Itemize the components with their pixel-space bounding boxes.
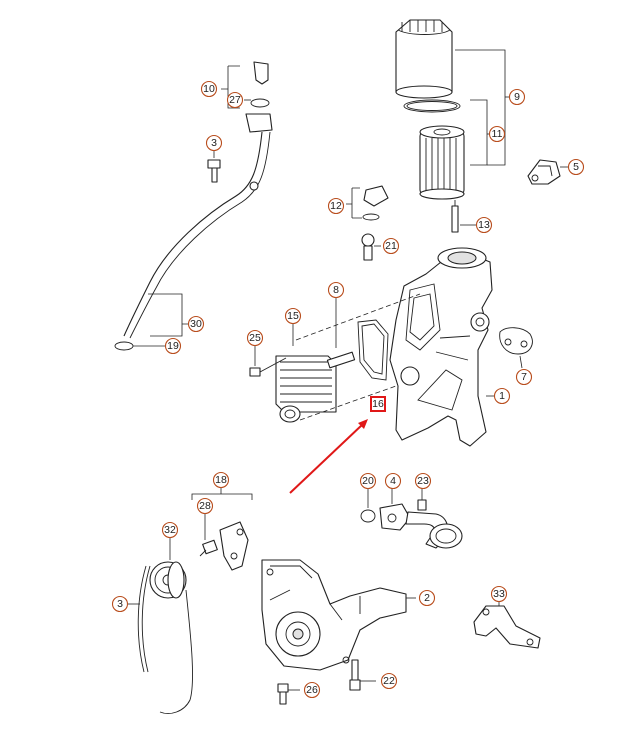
svg-text:12: 12 [330,200,342,212]
retaining-clip [527,159,569,185]
bracket-gasket [357,319,389,381]
callout-28[interactable]: 28 [196,497,214,515]
oil-filter-cap [395,19,453,99]
callout-9[interactable]: 9 [508,88,526,106]
highlight-box [370,396,386,412]
svg-text:3: 3 [211,137,217,149]
callout-26[interactable]: 26 [303,681,321,699]
svg-text:26: 26 [306,684,318,696]
bolt-25 [249,346,287,377]
callout-22[interactable]: 22 [380,672,398,690]
bolt-22 [349,659,376,691]
svg-text:2: 2 [424,592,430,604]
oil-pressure-switch [346,185,389,221]
svg-text:5: 5 [573,161,579,173]
callout-16[interactable]: 16 [372,398,384,410]
dipstick-handle [221,61,270,109]
callout-18[interactable]: 18 [212,471,230,489]
svg-text:8: 8 [333,284,339,296]
callout-2[interactable]: 2 [418,589,436,607]
svg-text:10: 10 [203,83,215,95]
svg-text:19: 19 [167,340,179,352]
gasket-7 [499,327,533,369]
svg-text:27: 27 [229,94,241,106]
callout-3-lower[interactable]: 3 [111,595,129,613]
oil-pickup-pipe [405,511,463,549]
oil-cooler [275,355,337,423]
svg-text:20: 20 [362,475,374,487]
svg-text:33: 33 [493,588,505,600]
callout-27[interactable]: 27 [226,91,244,109]
callout-10[interactable]: 10 [200,80,218,98]
bolt-23 [417,488,427,511]
oil-filter-element [419,125,465,200]
hollow-bolt-8 [326,298,356,369]
bracket-9 [455,49,506,166]
callout-23[interactable]: 23 [414,472,432,490]
svg-text:30: 30 [190,318,202,330]
bolt-28 [199,514,218,557]
svg-text:4: 4 [390,475,396,487]
callout-5[interactable]: 5 [567,158,585,176]
callout-11[interactable]: 11 [488,125,506,143]
svg-text:15: 15 [287,310,299,322]
callout-3[interactable]: 3 [205,134,223,152]
callout-4[interactable]: 4 [384,472,402,490]
chain-sprocket [149,538,187,599]
svg-text:21: 21 [385,240,397,252]
callout-8[interactable]: 8 [327,281,345,299]
svg-text:16: 16 [372,398,384,410]
svg-text:25: 25 [249,332,261,344]
cap-o-ring [403,99,461,113]
bolt-26 [277,683,300,705]
connecting-piece-4 [379,488,411,531]
callout-1[interactable]: 1 [493,387,511,405]
mounting-bracket-33 [473,598,541,649]
callout-25[interactable]: 25 [246,329,264,347]
oil-pump [261,559,416,671]
svg-text:13: 13 [478,219,490,231]
callout-19[interactable]: 19 [164,337,182,355]
svg-text:1: 1 [499,390,505,402]
drive-chain [128,565,193,714]
svg-text:18: 18 [215,474,227,486]
callout-33[interactable]: 33 [490,585,508,603]
highlight-arrow [289,423,364,494]
svg-text:23: 23 [417,475,429,487]
svg-text:9: 9 [514,91,520,103]
chain-tensioner [219,521,249,571]
seal-20 [360,488,376,523]
bracket-11 [470,99,488,166]
svg-text:3: 3 [117,598,123,610]
highlight-arrowhead [358,419,368,429]
bracket-30 [148,293,188,337]
svg-text:28: 28 [199,500,211,512]
svg-text:22: 22 [383,675,395,687]
callout-20[interactable]: 20 [359,472,377,490]
callout-30[interactable]: 30 [187,315,205,333]
callout-12[interactable]: 12 [327,197,345,215]
callout-15[interactable]: 15 [284,307,302,325]
callout-7[interactable]: 7 [515,368,533,386]
bracket-18 [191,486,253,500]
svg-text:7: 7 [521,371,527,383]
callout-13[interactable]: 13 [475,216,493,234]
callout-32[interactable]: 32 [161,521,179,539]
svg-text:11: 11 [492,128,503,140]
sensor-21 [361,233,381,261]
svg-text:32: 32 [164,524,176,536]
bolt-3-top [207,150,221,183]
temperature-sender-13 [451,200,476,233]
dipstick-tube [123,113,273,339]
callout-21[interactable]: 21 [382,237,400,255]
oil-filter-bracket [389,247,496,447]
seal-ring-19 [114,341,165,351]
